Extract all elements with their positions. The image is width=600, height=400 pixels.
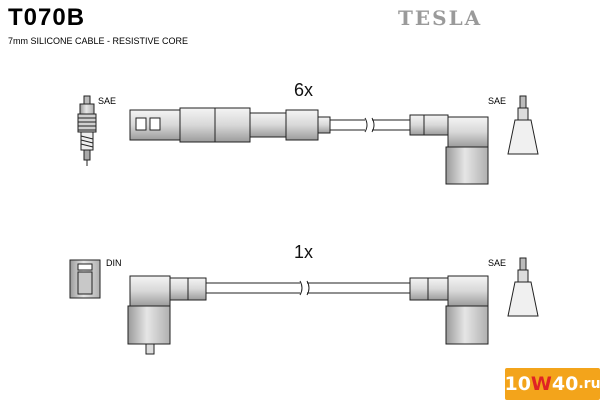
angled-coil-boot-icon — [409, 114, 489, 185]
set-1-right-connector-label: SAE — [488, 96, 507, 106]
watermark-text-accent: W — [530, 373, 552, 395]
set-2-quantity: 1x — [294, 242, 314, 262]
set-1-left-connector-label: SAE — [98, 96, 117, 106]
set-2-right-connector-label: SAE — [488, 258, 507, 268]
watermark-text: 40 — [551, 373, 579, 395]
watermark-text: 10 — [504, 373, 531, 395]
din-terminal-icon — [69, 259, 101, 299]
cable-line — [330, 117, 410, 133]
watermark-text-suffix: .ru — [578, 376, 600, 392]
straight-plug-boot-icon — [129, 107, 331, 143]
brand-logo: TESLA — [398, 6, 483, 30]
distributor-terminal-icon — [507, 257, 539, 317]
distributor-terminal-icon — [507, 95, 539, 155]
cable-line — [206, 280, 410, 296]
angled-right-boot-icon — [409, 275, 489, 345]
set-2-left-connector-label: DIN — [106, 258, 122, 268]
cable-description: 7mm SILICONE CABLE - RESISTIVE CORE — [8, 36, 189, 46]
spark-plug-icon — [77, 95, 97, 166]
angled-left-boot-icon — [127, 275, 207, 355]
part-number: T070B — [8, 4, 86, 31]
set-1-quantity: 6x — [294, 80, 314, 100]
